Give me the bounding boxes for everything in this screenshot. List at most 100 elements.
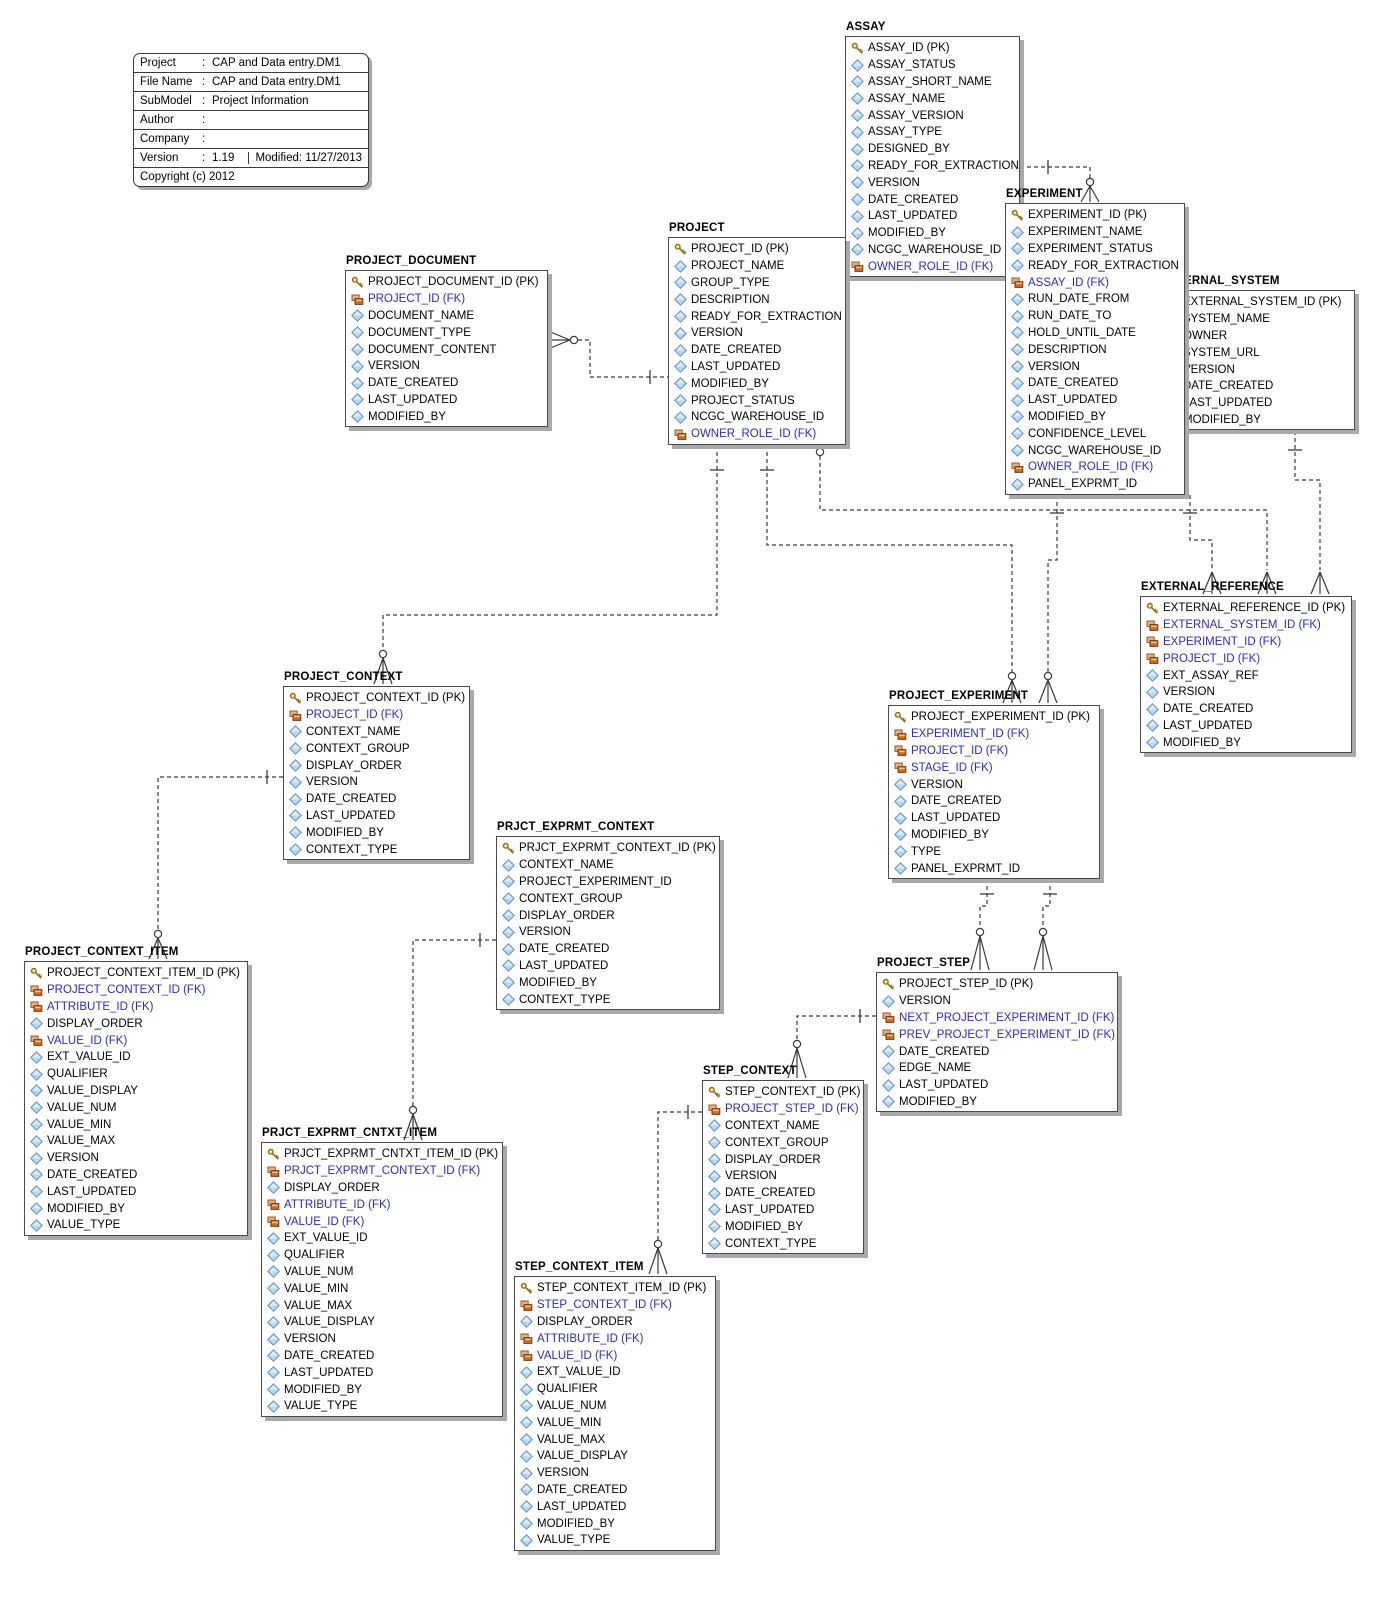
field-project_experiment[interactable]: EXPERIMENT_ID (FK) xyxy=(889,726,1099,743)
field-project_step[interactable]: MODIFIED_BY xyxy=(877,1094,1117,1111)
field-step_context_item[interactable]: VALUE_ID (FK) xyxy=(515,1347,715,1364)
field-project_context_item[interactable]: VERSION xyxy=(25,1150,247,1167)
field-project_context_item[interactable]: DATE_CREATED xyxy=(25,1167,247,1184)
field-prjct_exprmt_context[interactable]: CONTEXT_NAME xyxy=(497,857,719,874)
field-project[interactable]: PROJECT_ID (PK) xyxy=(669,241,845,258)
field-project_document[interactable]: MODIFIED_BY xyxy=(346,408,547,425)
field-project_experiment[interactable]: TYPE xyxy=(889,843,1099,860)
field-step_context[interactable]: CONTEXT_GROUP xyxy=(703,1134,863,1151)
field-prjct_exprmt_context[interactable]: MODIFIED_BY xyxy=(497,974,719,991)
field-project_context_item[interactable]: VALUE_MIN xyxy=(25,1116,247,1133)
field-project_context_item[interactable]: VALUE_TYPE xyxy=(25,1217,247,1234)
field-project_document[interactable]: DOCUMENT_TYPE xyxy=(346,324,547,341)
field-step_context_item[interactable]: EXT_VALUE_ID xyxy=(515,1364,715,1381)
field-project_step[interactable]: EDGE_NAME xyxy=(877,1060,1117,1077)
field-step_context_item[interactable]: QUALIFIER xyxy=(515,1381,715,1398)
field-prjct_exprmt_cntxt_item[interactable]: LAST_UPDATED xyxy=(262,1364,502,1381)
field-external_system[interactable]: SYSTEM_URL xyxy=(1161,344,1354,361)
field-project_context_item[interactable]: PROJECT_CONTEXT_ID (FK) xyxy=(25,982,247,999)
field-prjct_exprmt_cntxt_item[interactable]: PRJCT_EXPRMT_CONTEXT_ID (FK) xyxy=(262,1163,502,1180)
field-step_context[interactable]: MODIFIED_BY xyxy=(703,1218,863,1235)
field-experiment[interactable]: RUN_DATE_TO xyxy=(1006,308,1184,325)
field-experiment[interactable]: HOLD_UNTIL_DATE xyxy=(1006,325,1184,342)
field-project_document[interactable]: PROJECT_DOCUMENT_ID (PK) xyxy=(346,274,547,291)
entity-prjct_exprmt_context[interactable]: PRJCT_EXPRMT_CONTEXT_ID (PK)CONTEXT_NAME… xyxy=(496,836,720,1010)
field-project_context_item[interactable]: VALUE_MAX xyxy=(25,1133,247,1150)
relationship-project_step-to-step_context[interactable] xyxy=(787,1009,876,1079)
field-project_context[interactable]: CONTEXT_NAME xyxy=(284,724,469,741)
field-step_context[interactable]: CONTEXT_NAME xyxy=(703,1118,863,1135)
field-project_context_item[interactable]: PROJECT_CONTEXT_ITEM_ID (PK) xyxy=(25,965,247,982)
field-external_system[interactable]: OWNER xyxy=(1161,328,1354,345)
field-experiment[interactable]: CONFIDENCE_LEVEL xyxy=(1006,425,1184,442)
field-external_reference[interactable]: EXTERNAL_SYSTEM_ID (FK) xyxy=(1141,617,1351,634)
relationship-project-to-project_context[interactable] xyxy=(373,445,724,685)
field-step_context[interactable]: STEP_CONTEXT_ID (PK) xyxy=(703,1084,863,1101)
field-step_context_item[interactable]: VALUE_MIN xyxy=(515,1414,715,1431)
field-prjct_exprmt_context[interactable]: CONTEXT_GROUP xyxy=(497,890,719,907)
field-prjct_exprmt_cntxt_item[interactable]: VALUE_NUM xyxy=(262,1264,502,1281)
field-project_document[interactable]: DOCUMENT_CONTENT xyxy=(346,341,547,358)
field-step_context_item[interactable]: VALUE_DISPLAY xyxy=(515,1448,715,1465)
field-prjct_exprmt_cntxt_item[interactable]: DISPLAY_ORDER xyxy=(262,1180,502,1197)
field-assay[interactable]: VERSION xyxy=(846,174,1019,191)
field-prjct_exprmt_context[interactable]: DATE_CREATED xyxy=(497,941,719,958)
field-project_context[interactable]: LAST_UPDATED xyxy=(284,808,469,825)
field-external_system[interactable]: LAST_UPDATED xyxy=(1161,395,1354,412)
field-assay[interactable]: DATE_CREATED xyxy=(846,191,1019,208)
field-project_context[interactable]: PROJECT_ID (FK) xyxy=(284,707,469,724)
field-experiment[interactable]: PANEL_EXPRMT_ID xyxy=(1006,476,1184,493)
field-experiment[interactable]: NCGC_WAREHOUSE_ID xyxy=(1006,442,1184,459)
field-step_context_item[interactable]: VALUE_TYPE xyxy=(515,1532,715,1549)
field-project_experiment[interactable]: PANEL_EXPRMT_ID xyxy=(889,860,1099,877)
field-prjct_exprmt_cntxt_item[interactable]: PRJCT_EXPRMT_CNTXT_ITEM_ID (PK) xyxy=(262,1146,502,1163)
field-assay[interactable]: ASSAY_VERSION xyxy=(846,107,1019,124)
field-project_experiment[interactable]: LAST_UPDATED xyxy=(889,810,1099,827)
field-assay[interactable]: MODIFIED_BY xyxy=(846,225,1019,242)
field-project[interactable]: DATE_CREATED xyxy=(669,342,845,359)
field-prjct_exprmt_cntxt_item[interactable]: QUALIFIER xyxy=(262,1247,502,1264)
field-project_context_item[interactable]: ATTRIBUTE_ID (FK) xyxy=(25,999,247,1016)
relationship-project-to-project_document[interactable] xyxy=(547,330,668,384)
field-prjct_exprmt_cntxt_item[interactable]: VALUE_DISPLAY xyxy=(262,1314,502,1331)
field-project_context[interactable]: VERSION xyxy=(284,774,469,791)
field-external_reference[interactable]: VERSION xyxy=(1141,684,1351,701)
field-external_reference[interactable]: DATE_CREATED xyxy=(1141,701,1351,718)
field-project_context_item[interactable]: DISPLAY_ORDER xyxy=(25,1015,247,1032)
entity-step_context_item[interactable]: STEP_CONTEXT_ITEM_ID (PK)STEP_CONTEXT_ID… xyxy=(514,1276,716,1551)
field-project[interactable]: DESCRIPTION xyxy=(669,291,845,308)
field-assay[interactable]: ASSAY_SHORT_NAME xyxy=(846,74,1019,91)
field-project_context[interactable]: CONTEXT_GROUP xyxy=(284,740,469,757)
field-external_reference[interactable]: EXT_ASSAY_REF xyxy=(1141,667,1351,684)
field-assay[interactable]: DESIGNED_BY xyxy=(846,141,1019,158)
field-assay[interactable]: NCGC_WAREHOUSE_ID xyxy=(846,242,1019,259)
field-project[interactable]: PROJECT_STATUS xyxy=(669,392,845,409)
field-prjct_exprmt_context[interactable]: PROJECT_EXPERIMENT_ID xyxy=(497,874,719,891)
field-project_context_item[interactable]: LAST_UPDATED xyxy=(25,1183,247,1200)
field-assay[interactable]: ASSAY_TYPE xyxy=(846,124,1019,141)
field-prjct_exprmt_cntxt_item[interactable]: VALUE_TYPE xyxy=(262,1398,502,1415)
field-experiment[interactable]: EXPERIMENT_ID (PK) xyxy=(1006,207,1184,224)
field-step_context[interactable]: LAST_UPDATED xyxy=(703,1202,863,1219)
field-step_context[interactable]: PROJECT_STEP_ID (FK) xyxy=(703,1101,863,1118)
relationship-experiment-to-project_experiment[interactable] xyxy=(1038,495,1064,704)
field-project_step[interactable]: DATE_CREATED xyxy=(877,1043,1117,1060)
relationship-project-to-project_experiment[interactable] xyxy=(760,445,1022,704)
field-prjct_exprmt_cntxt_item[interactable]: VALUE_ID (FK) xyxy=(262,1213,502,1230)
relationship-experiment-to-external_reference[interactable] xyxy=(1183,495,1222,595)
field-project_context_item[interactable]: EXT_VALUE_ID xyxy=(25,1049,247,1066)
field-step_context_item[interactable]: MODIFIED_BY xyxy=(515,1515,715,1532)
field-project[interactable]: MODIFIED_BY xyxy=(669,375,845,392)
field-step_context_item[interactable]: ATTRIBUTE_ID (FK) xyxy=(515,1330,715,1347)
field-project[interactable]: READY_FOR_EXTRACTION xyxy=(669,308,845,325)
field-step_context_item[interactable]: LAST_UPDATED xyxy=(515,1498,715,1515)
field-project_context_item[interactable]: VALUE_ID (FK) xyxy=(25,1032,247,1049)
field-prjct_exprmt_cntxt_item[interactable]: ATTRIBUTE_ID (FK) xyxy=(262,1196,502,1213)
field-external_system[interactable]: DATE_CREATED xyxy=(1161,378,1354,395)
field-project_document[interactable]: LAST_UPDATED xyxy=(346,392,547,409)
field-external_reference[interactable]: EXPERIMENT_ID (FK) xyxy=(1141,634,1351,651)
relationship-assay-to-experiment[interactable] xyxy=(1020,160,1100,203)
entity-project_experiment[interactable]: PROJECT_EXPERIMENT_ID (PK)EXPERIMENT_ID … xyxy=(888,705,1100,879)
